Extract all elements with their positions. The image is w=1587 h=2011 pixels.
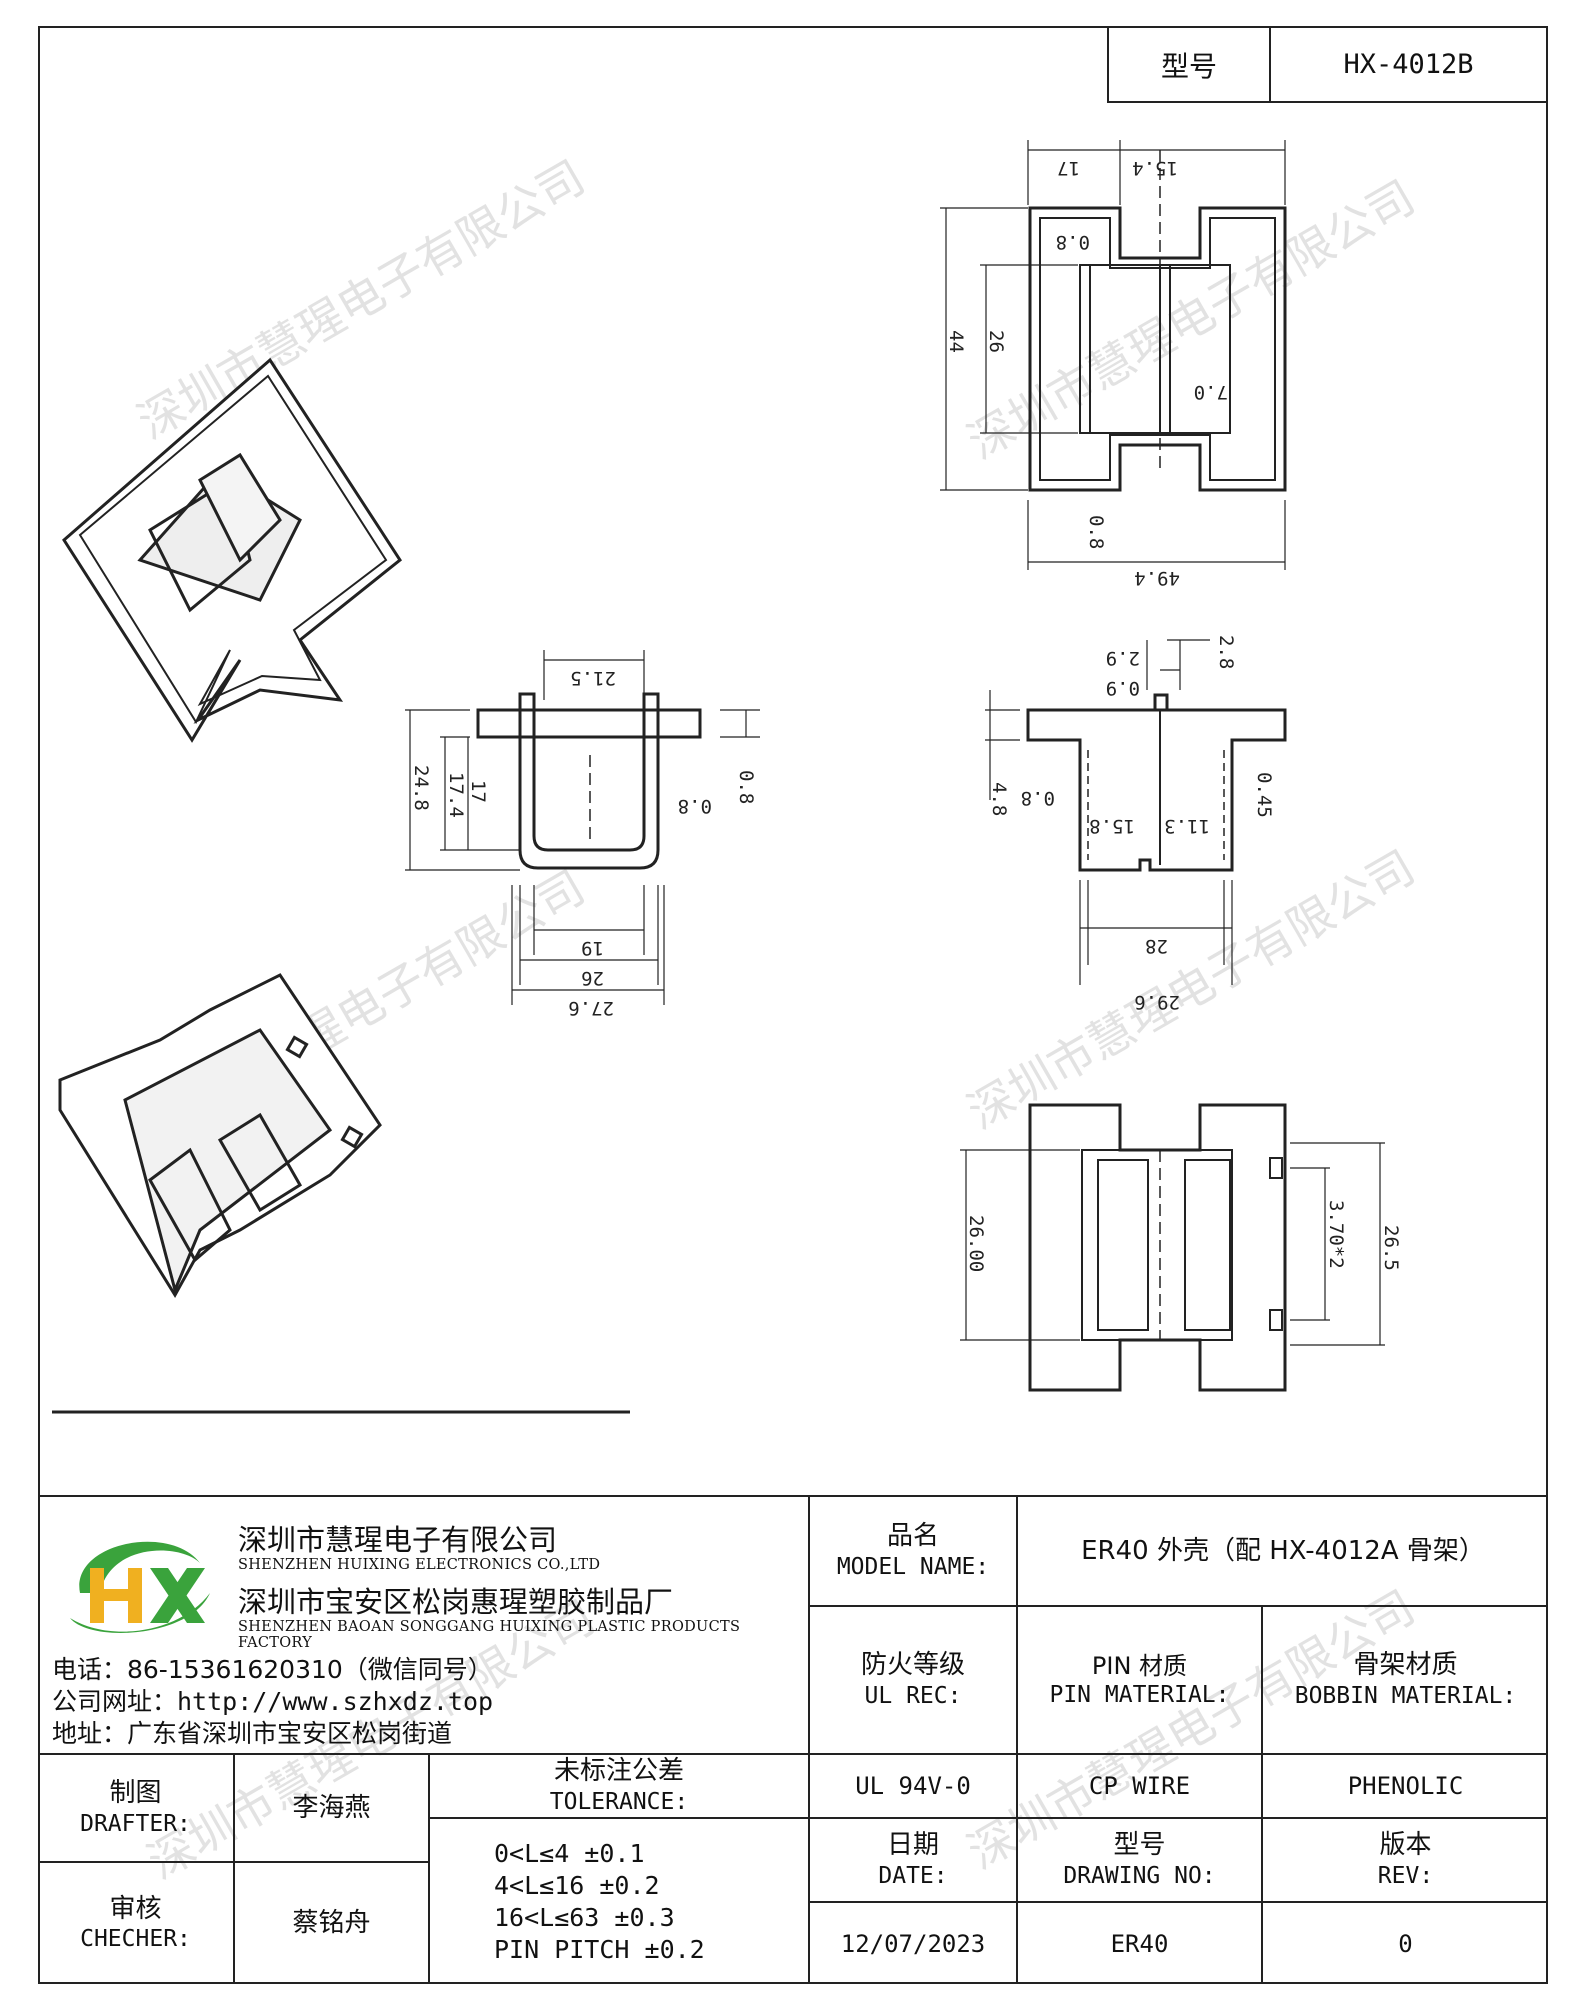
dim-26: 26 bbox=[985, 330, 1007, 353]
dim-26-00: 26.00 bbox=[965, 1215, 987, 1272]
dim-44: 44 bbox=[945, 330, 967, 353]
address: 地址：广东省深圳市宝安区松岗街道 bbox=[52, 1719, 453, 1748]
title-block: 深圳市慧瑆电子有限公司 SHENZHEN HUIXING ELECTRONICS… bbox=[38, 1495, 1548, 1984]
company-name-en: SHENZHEN HUIXING ELECTRONICS CO.,LTD bbox=[238, 1557, 601, 1573]
dim-0-8: 0.8 bbox=[1021, 787, 1055, 809]
side-view: 2.9 2.8 0.9 4.8 0.8 0.45 15.8 11.3 28 29… bbox=[985, 635, 1287, 1013]
dim-17: 17 bbox=[1057, 157, 1080, 179]
model-value: HX-4012B bbox=[1343, 49, 1474, 80]
phone: 电话：86-15361620310（微信同号） bbox=[52, 1655, 493, 1684]
dim-17-4: 17.4 bbox=[445, 772, 467, 818]
watermark: 深圳市慧瑆电子有限公司 bbox=[129, 150, 594, 450]
tolerance-table: 0<L≤4 ±0.1 4<L≤16 ±0.2 16<L≤63 ±0.3 PIN … bbox=[430, 1819, 808, 1984]
dim-24-8: 24.8 bbox=[410, 765, 432, 811]
dim-26: 26 bbox=[581, 967, 604, 989]
factory-name-en: SHENZHEN BAOAN SONGGANG HUIXING PLASTIC … bbox=[238, 1619, 741, 1651]
dim-19: 19 bbox=[581, 937, 604, 959]
factory-name-cn: 深圳市宝安区松岗惠瑆塑胶制品厂 bbox=[238, 1585, 674, 1619]
pin-material-label: PIN 材质 PIN MATERIAL: bbox=[1049, 1651, 1230, 1708]
dim-26-5: 26.5 bbox=[1380, 1225, 1402, 1271]
company-info: 深圳市慧瑆电子有限公司 SHENZHEN HUIXING ELECTRONICS… bbox=[38, 1495, 808, 1753]
pin-value: CP WIRE bbox=[1088, 1772, 1191, 1800]
ul-value: UL 94V-0 bbox=[855, 1772, 971, 1800]
dim-pin-pitch: 3.70*2 bbox=[1325, 1200, 1347, 1269]
dim-0-45: 0.45 bbox=[1253, 772, 1275, 818]
tolerance-row: PIN PITCH ±0.2 bbox=[494, 1934, 705, 1964]
tolerance-row: 16<L≤63 ±0.3 bbox=[494, 1902, 675, 1932]
top-view: 17 15.4 0.8 44 26 7.0 0.8 49.4 bbox=[940, 140, 1287, 589]
model-number-box: 型号 HX-4012B bbox=[1107, 26, 1548, 103]
dim-15-4: 15.4 bbox=[1132, 157, 1178, 179]
dim-17: 17 bbox=[467, 780, 489, 803]
bobbin-material-label: 骨架材质 BOBBIN MATERIAL: bbox=[1294, 1650, 1517, 1709]
tolerance-row: 4<L≤16 ±0.2 bbox=[494, 1870, 660, 1900]
model-name-value: ER40 外壳（配 HX-4012A 骨架） bbox=[1081, 1535, 1485, 1566]
date-label: 日期 DATE: bbox=[878, 1830, 948, 1889]
watermark: 深圳市慧瑆电子有限公司 bbox=[959, 840, 1424, 1140]
dim-7-0: 7.0 bbox=[1194, 381, 1228, 403]
dim-27-6: 27.6 bbox=[568, 997, 614, 1019]
model-name-label: 品名 MODEL NAME: bbox=[836, 1521, 990, 1580]
rev-value: 0 bbox=[1398, 1929, 1413, 1958]
rev-label: 版本 REV: bbox=[1377, 1830, 1434, 1889]
tolerance-row: 0<L≤4 ±0.1 bbox=[494, 1838, 645, 1868]
watermark: 深圳市慧瑆电子有限公司 bbox=[959, 170, 1424, 470]
bottom-view: 26.00 3.70*2 26.5 bbox=[960, 1103, 1402, 1392]
date-value: 12/07/2023 bbox=[840, 1929, 986, 1958]
isometric-view-bottom bbox=[58, 973, 382, 1298]
dim-0-8: 0.8 bbox=[735, 770, 757, 804]
dim-0-9: 0.9 bbox=[1106, 677, 1140, 699]
website: 公司网址：http://www.szhxdz.top bbox=[52, 1687, 494, 1716]
drawing-no-value: ER40 bbox=[1110, 1929, 1169, 1958]
ul-rec-label: 防火等级 UL REC: bbox=[860, 1650, 965, 1709]
isometric-view-top bbox=[62, 357, 402, 743]
tolerance-label: 未标注公差 TOLERANCE: bbox=[549, 1756, 689, 1815]
dim-21-5: 21.5 bbox=[570, 667, 616, 689]
dim-4-8: 4.8 bbox=[988, 782, 1010, 816]
dim-29-6: 29.6 bbox=[1134, 991, 1180, 1013]
drafter-label: 制图 DRAFTER: bbox=[80, 1778, 191, 1837]
model-label: 型号 bbox=[1109, 28, 1271, 101]
dim-49-4: 49.4 bbox=[1134, 567, 1180, 589]
checker-label: 审核 CHECHER: bbox=[80, 1893, 191, 1953]
dim-0-8: 0.8 bbox=[678, 795, 712, 817]
bobbin-value: PHENOLIC bbox=[1347, 1772, 1464, 1800]
dim-0-8: 0.8 bbox=[1085, 515, 1107, 549]
dim-2-9: 2.9 bbox=[1106, 647, 1140, 669]
company-logo bbox=[70, 1541, 210, 1633]
dim-0-8: 0.8 bbox=[1056, 231, 1090, 253]
checker-name: 蔡铭舟 bbox=[292, 1908, 371, 1939]
drafter-name: 李海燕 bbox=[292, 1792, 371, 1823]
dim-28: 28 bbox=[1145, 935, 1168, 957]
company-name-cn: 深圳市慧瑆电子有限公司 bbox=[238, 1523, 558, 1557]
dim-2-8: 2.8 bbox=[1215, 635, 1237, 669]
front-view: 21.5 24.8 17.4 17 0.8 0.8 19 26 27.6 bbox=[405, 650, 760, 1019]
dim-11-3: 11.3 bbox=[1164, 815, 1210, 837]
drawing-no-label: 型号 DRAWING NO: bbox=[1063, 1830, 1216, 1889]
drawing-frame bbox=[38, 26, 1548, 1984]
dim-15-8: 15.8 bbox=[1089, 815, 1135, 837]
